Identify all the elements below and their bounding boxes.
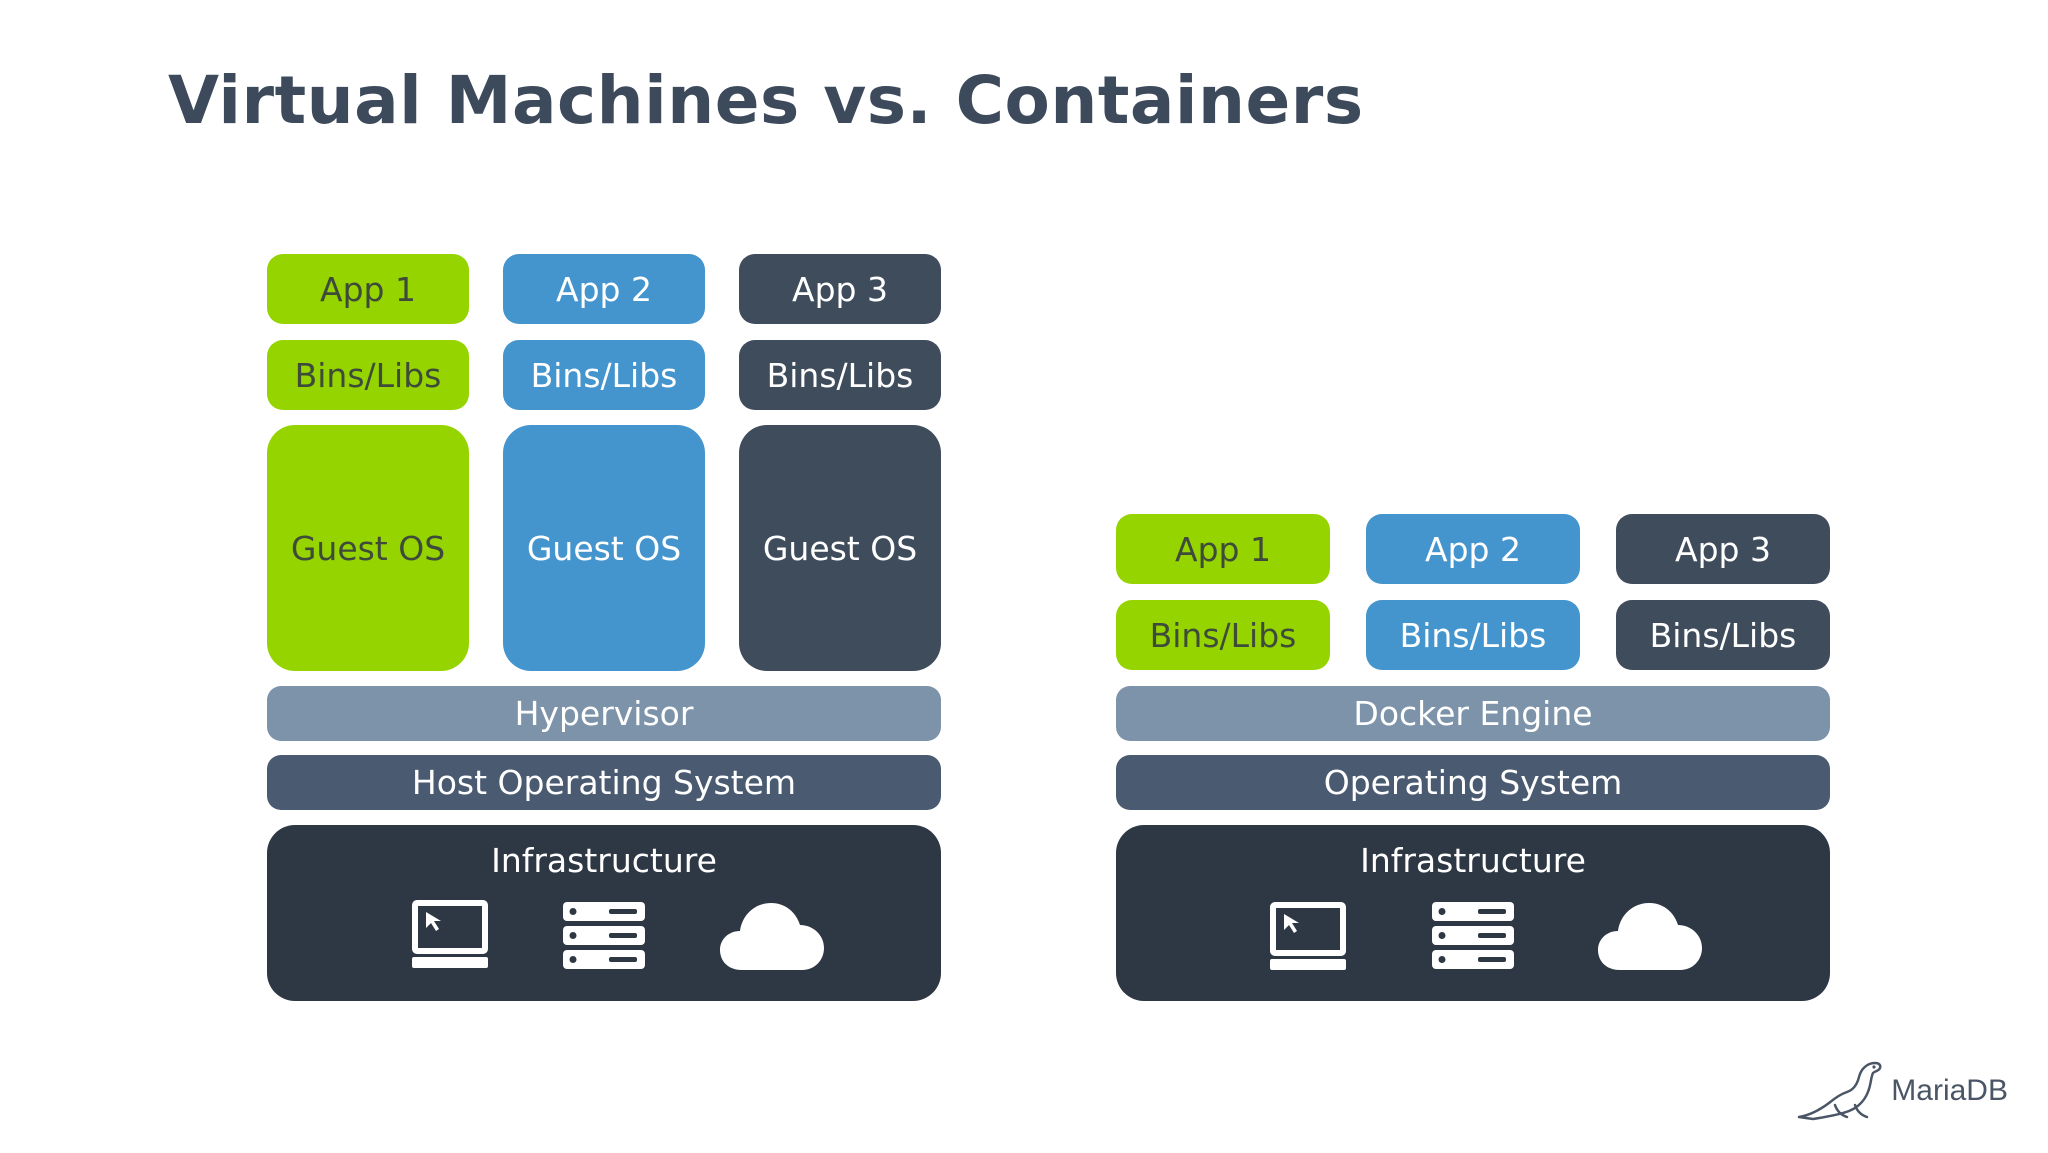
container-operating-system: Operating System [1116,755,1830,810]
vm-app-1: App 1 [267,254,469,324]
container-app-3: App 3 [1616,514,1830,584]
vm-app-3: App 3 [739,254,941,324]
vm-bins-2: Bins/Libs [503,340,705,410]
server-icon [1432,902,1514,969]
container-bins-3: Bins/Libs [1616,600,1830,670]
vm-bins-3: Bins/Libs [739,340,941,410]
server-icon [563,902,645,969]
vm-guest-os-3: Guest OS [739,425,941,671]
laptop-icon [1270,902,1346,970]
slide-title: Virtual Machines vs. Containers [168,62,1364,139]
container-infrastructure-label: Infrastructure [1360,841,1586,880]
container-app-1: App 1 [1116,514,1330,584]
vm-infrastructure-label: Infrastructure [491,841,717,880]
laptop-icon [412,900,488,968]
container-bins-1: Bins/Libs [1116,600,1330,670]
vm-app-2: App 2 [503,254,705,324]
cloud-icon [720,903,824,970]
vm-guest-os-1: Guest OS [267,425,469,671]
sea-lion-icon [1798,1061,1882,1121]
docker-engine: Docker Engine [1116,686,1830,741]
vm-bins-1: Bins/Libs [267,340,469,410]
container-app-2: App 2 [1366,514,1580,584]
vm-infrastructure: Infrastructure [267,825,941,1001]
container-bins-2: Bins/Libs [1366,600,1580,670]
logo-text: MariaDB [1891,1074,2008,1107]
vm-hypervisor: Hypervisor [267,686,941,741]
vm-host-os: Host Operating System [267,755,941,810]
mariadb-logo: MariaDB [1795,1059,2008,1123]
cloud-icon [1598,903,1702,970]
vm-guest-os-2: Guest OS [503,425,705,671]
